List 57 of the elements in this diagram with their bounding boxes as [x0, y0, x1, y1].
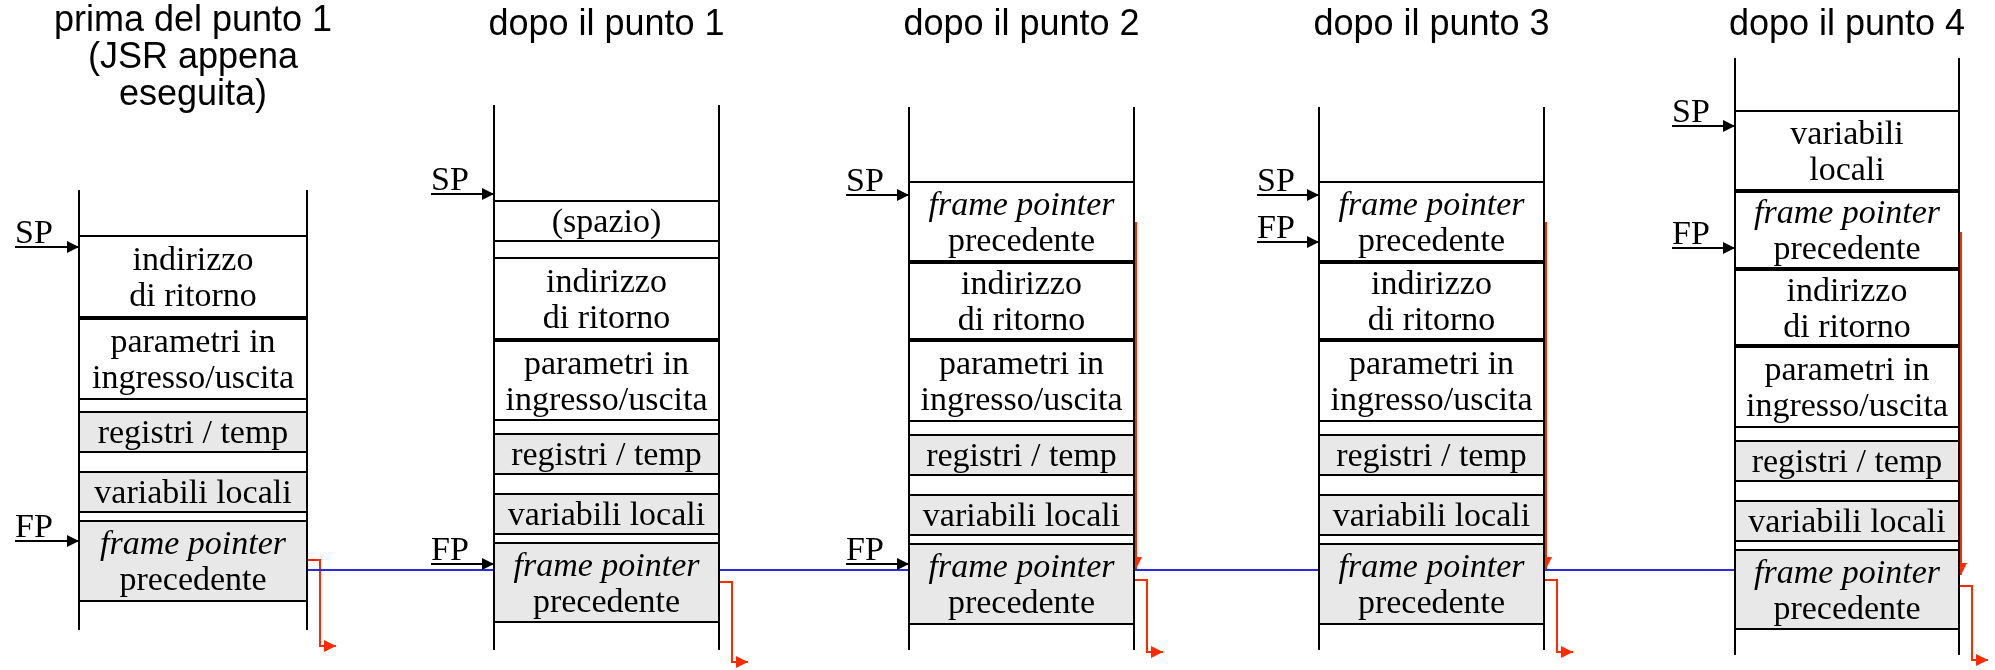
arrow: [845, 558, 910, 570]
stack-cell: indirizzo di ritorno: [78, 235, 308, 318]
arrow: [1256, 236, 1320, 248]
stack-cell: variabili locali: [78, 471, 308, 513]
stack-cell: registri / temp: [78, 411, 308, 453]
pointer-label: FP: [1672, 215, 1710, 251]
stack-cell: frame pointer precedente: [1318, 543, 1545, 625]
stack-cell: variabili locali: [1734, 500, 1960, 542]
stack-cell: parametri in ingresso/uscita: [908, 340, 1135, 422]
pointer-label: SP: [1257, 162, 1295, 198]
arrow: [306, 559, 337, 652]
arrow: [1958, 585, 1989, 666]
stack-cell: registri / temp: [1318, 434, 1545, 476]
stack-cell: frame pointer precedente: [493, 542, 720, 623]
pointer-label: FP: [15, 508, 53, 544]
pointer-label: SP: [15, 214, 53, 250]
stack-cell: variabili locali: [1318, 494, 1545, 536]
stack-cell: frame pointer precedente: [908, 543, 1135, 625]
stack-cell: indirizzo di ritorno: [493, 257, 720, 340]
arrow: [1671, 120, 1736, 132]
column-heading: dopo il punto 3: [1312, 4, 1551, 41]
stack-cell: parametri in ingresso/uscita: [1318, 340, 1545, 422]
arrow: [718, 581, 749, 668]
connector-line: [1133, 569, 1320, 571]
stack-cell: parametri in ingresso/uscita: [493, 340, 720, 421]
column-heading: dopo il punto 4: [1727, 4, 1967, 41]
stack-cell: variabili locali: [908, 494, 1135, 536]
pointer-label: FP: [846, 531, 884, 567]
stack-cell: frame pointer precedente: [78, 520, 308, 602]
arrow: [1133, 579, 1164, 658]
stack-cell: variabili locali: [493, 493, 720, 535]
pointer-label: FP: [431, 531, 469, 567]
column-heading: dopo il punto 2: [902, 4, 1141, 41]
pointer-label: FP: [1257, 209, 1295, 245]
pointer-label: SP: [1672, 93, 1710, 129]
stack-cell: registri / temp: [493, 433, 720, 475]
stack-cell: (spazio): [493, 200, 720, 242]
connector-line: [1543, 569, 1736, 571]
stack-cell: registri / temp: [908, 434, 1135, 476]
arrow: [1256, 189, 1320, 201]
column-heading: dopo il punto 1: [487, 4, 726, 41]
arrow: [845, 189, 910, 201]
column-heading: prima del punto 1 (JSR appena eseguita): [52, 0, 334, 111]
arrow: [14, 535, 80, 547]
connector-line: [306, 569, 495, 571]
arrow: [430, 558, 495, 570]
arrow: [1671, 242, 1736, 254]
pointer-label: SP: [431, 161, 469, 197]
arrow: [430, 188, 495, 200]
connector-line: [718, 569, 910, 571]
stack-cell: registri / temp: [1734, 440, 1960, 482]
arrow: [1543, 579, 1574, 658]
pointer-label: SP: [846, 162, 884, 198]
stack-cell: frame pointer precedente: [1734, 549, 1960, 630]
stack-cell: parametri in ingresso/uscita: [1734, 346, 1960, 428]
stack-cell: parametri in ingresso/uscita: [78, 318, 308, 400]
arrow: [14, 241, 80, 253]
